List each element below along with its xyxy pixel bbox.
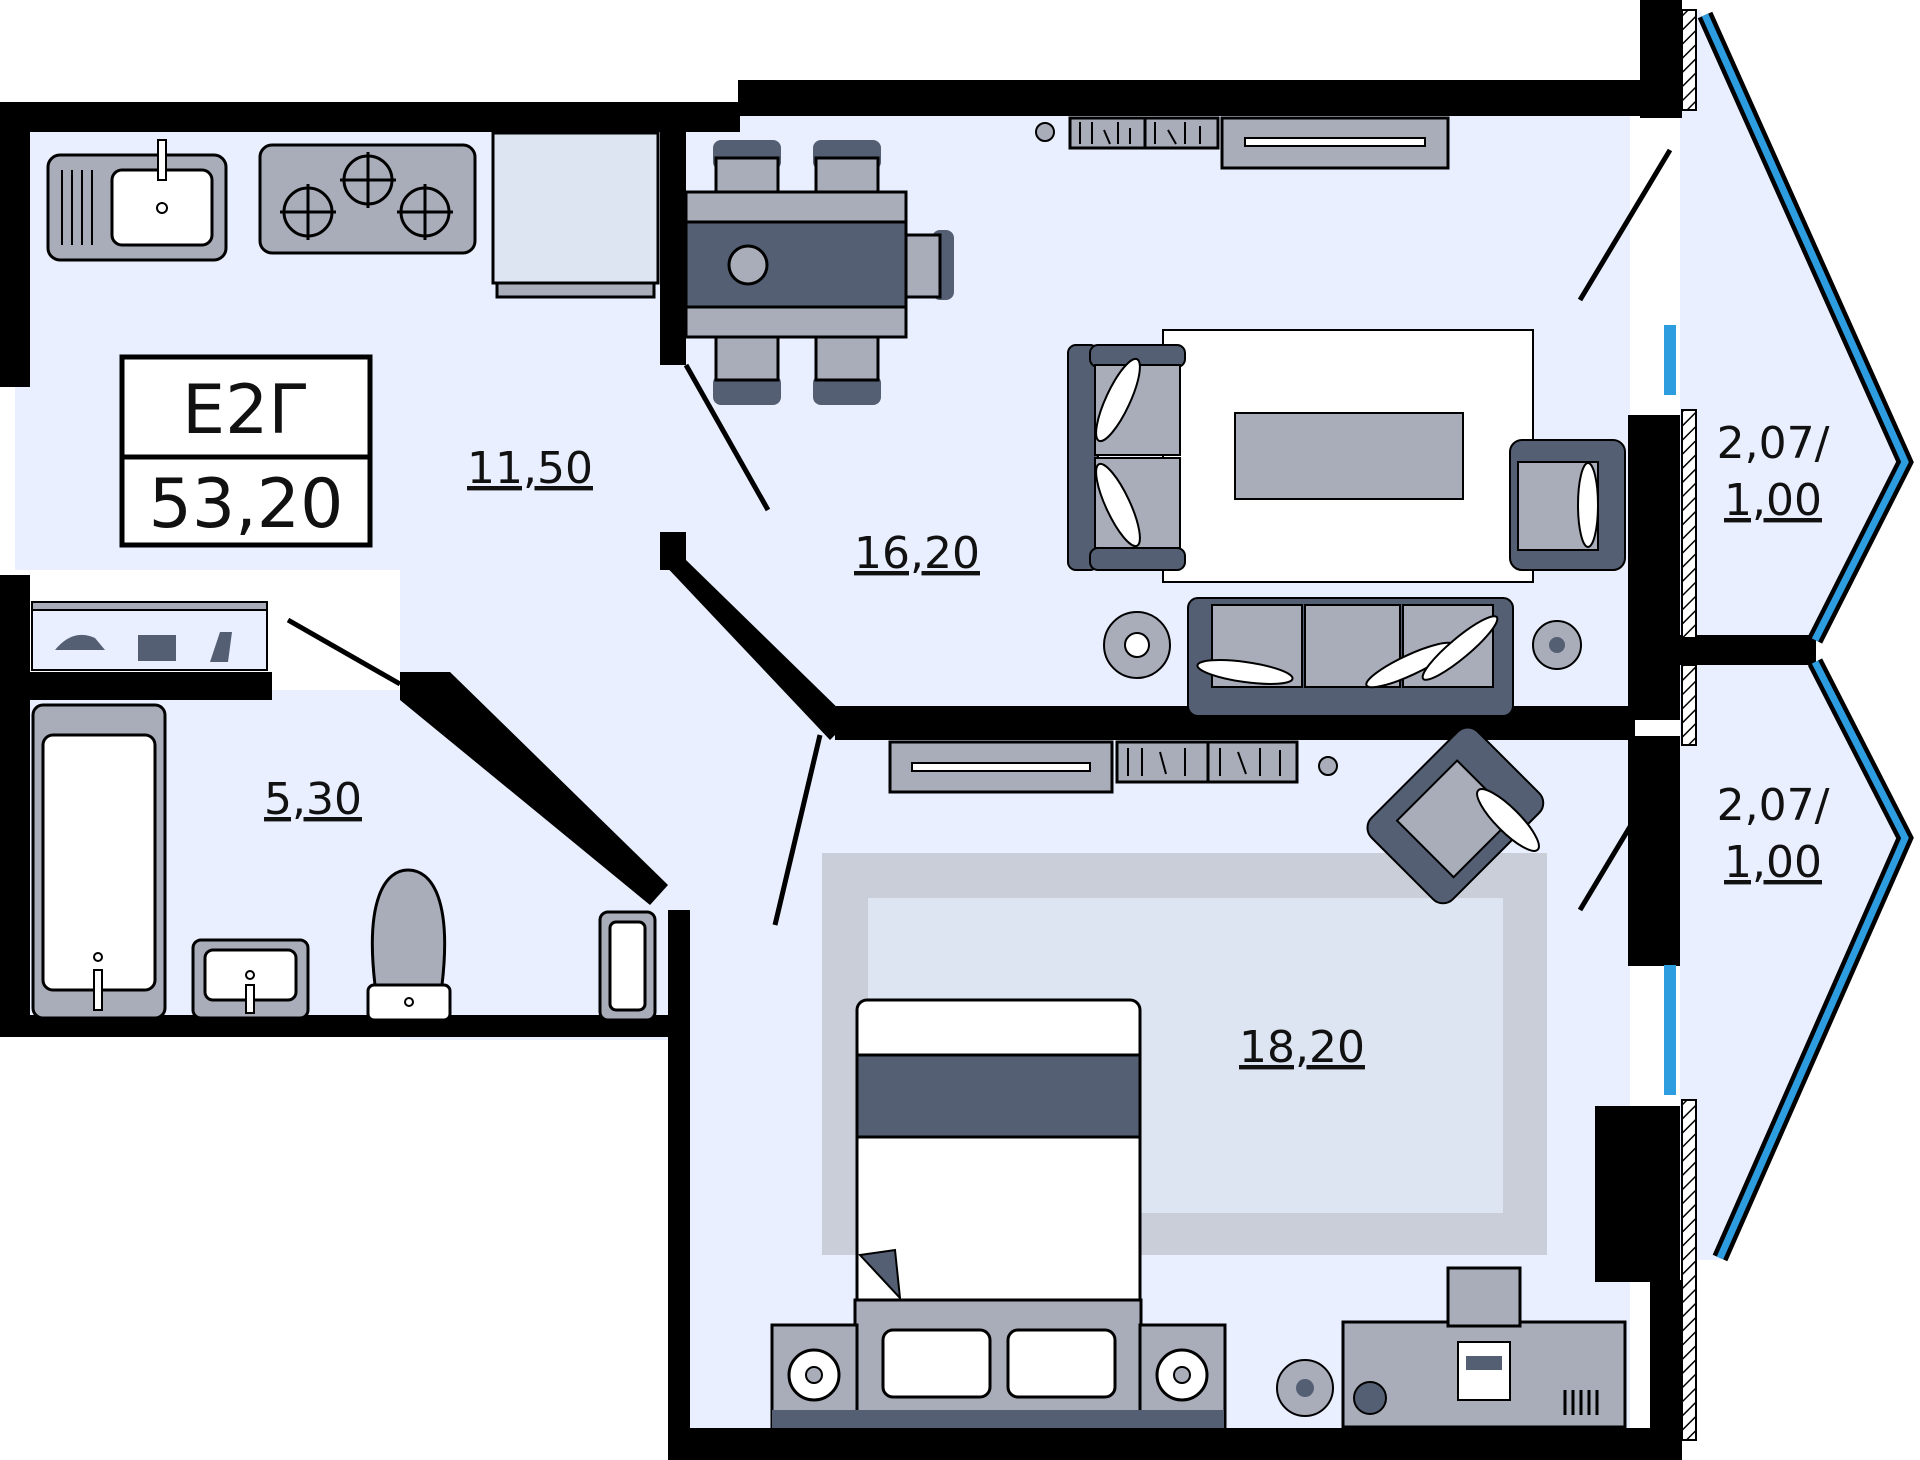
bedroom-plant-icon (1276, 1359, 1334, 1417)
kitchen-sink (46, 139, 228, 262)
balcony-glazing (1664, 11, 1914, 1262)
bathroom-sink (191, 938, 310, 1020)
bathtub (31, 703, 167, 1020)
room-labels: 11,50 16,20 5,30 18,20 2,07/ 1,00 2,07/ … (264, 418, 1830, 1073)
plant-icon (1035, 122, 1338, 776)
living-area-label: 16,20 (854, 528, 980, 579)
washer (598, 910, 657, 1022)
bed (853, 998, 1143, 1430)
bedroom-area-label: 18,20 (1239, 1022, 1365, 1073)
unit-badge: Е2Г 53,20 (119, 354, 373, 548)
unit-total-area: 53,20 (149, 465, 344, 544)
bed-footboard (772, 1410, 1224, 1428)
kitchen-fridge (491, 131, 660, 299)
bedroom-armchair (1366, 726, 1545, 905)
armchair-right (1509, 439, 1626, 571)
walls (0, 0, 1816, 1460)
balcony-bottom-floor (1680, 660, 1905, 1260)
balcony-top-area-line1: 2,07/ (1717, 418, 1830, 469)
living-plant-icon (1532, 620, 1582, 670)
bath-area-label: 5,30 (264, 774, 362, 825)
unit-code: Е2Г (182, 371, 310, 450)
desk (1341, 1266, 1627, 1429)
kitchen-stove (258, 143, 477, 255)
shoe-rack (31, 601, 268, 671)
bedroom-tv-stand (888, 740, 1299, 794)
balcony-top-floor (1680, 10, 1905, 640)
balcony-top-area-line2: 1,00 (1724, 475, 1822, 526)
living-rug (1162, 329, 1534, 583)
hatched-walls (1681, 9, 1697, 1441)
floor-lamp-icon (1103, 611, 1171, 679)
balcony-bottom-area-line1: 2,07/ (1717, 780, 1830, 831)
sofa (1187, 597, 1514, 717)
kitchen-area-label: 11,50 (467, 443, 593, 494)
toilet (366, 868, 452, 1022)
balcony-bottom-area-line2: 1,00 (1724, 837, 1822, 888)
armchair-left (1067, 344, 1186, 571)
dining-table (684, 140, 954, 405)
living-tv-stand (1068, 116, 1450, 170)
door-swings (286, 148, 1673, 926)
